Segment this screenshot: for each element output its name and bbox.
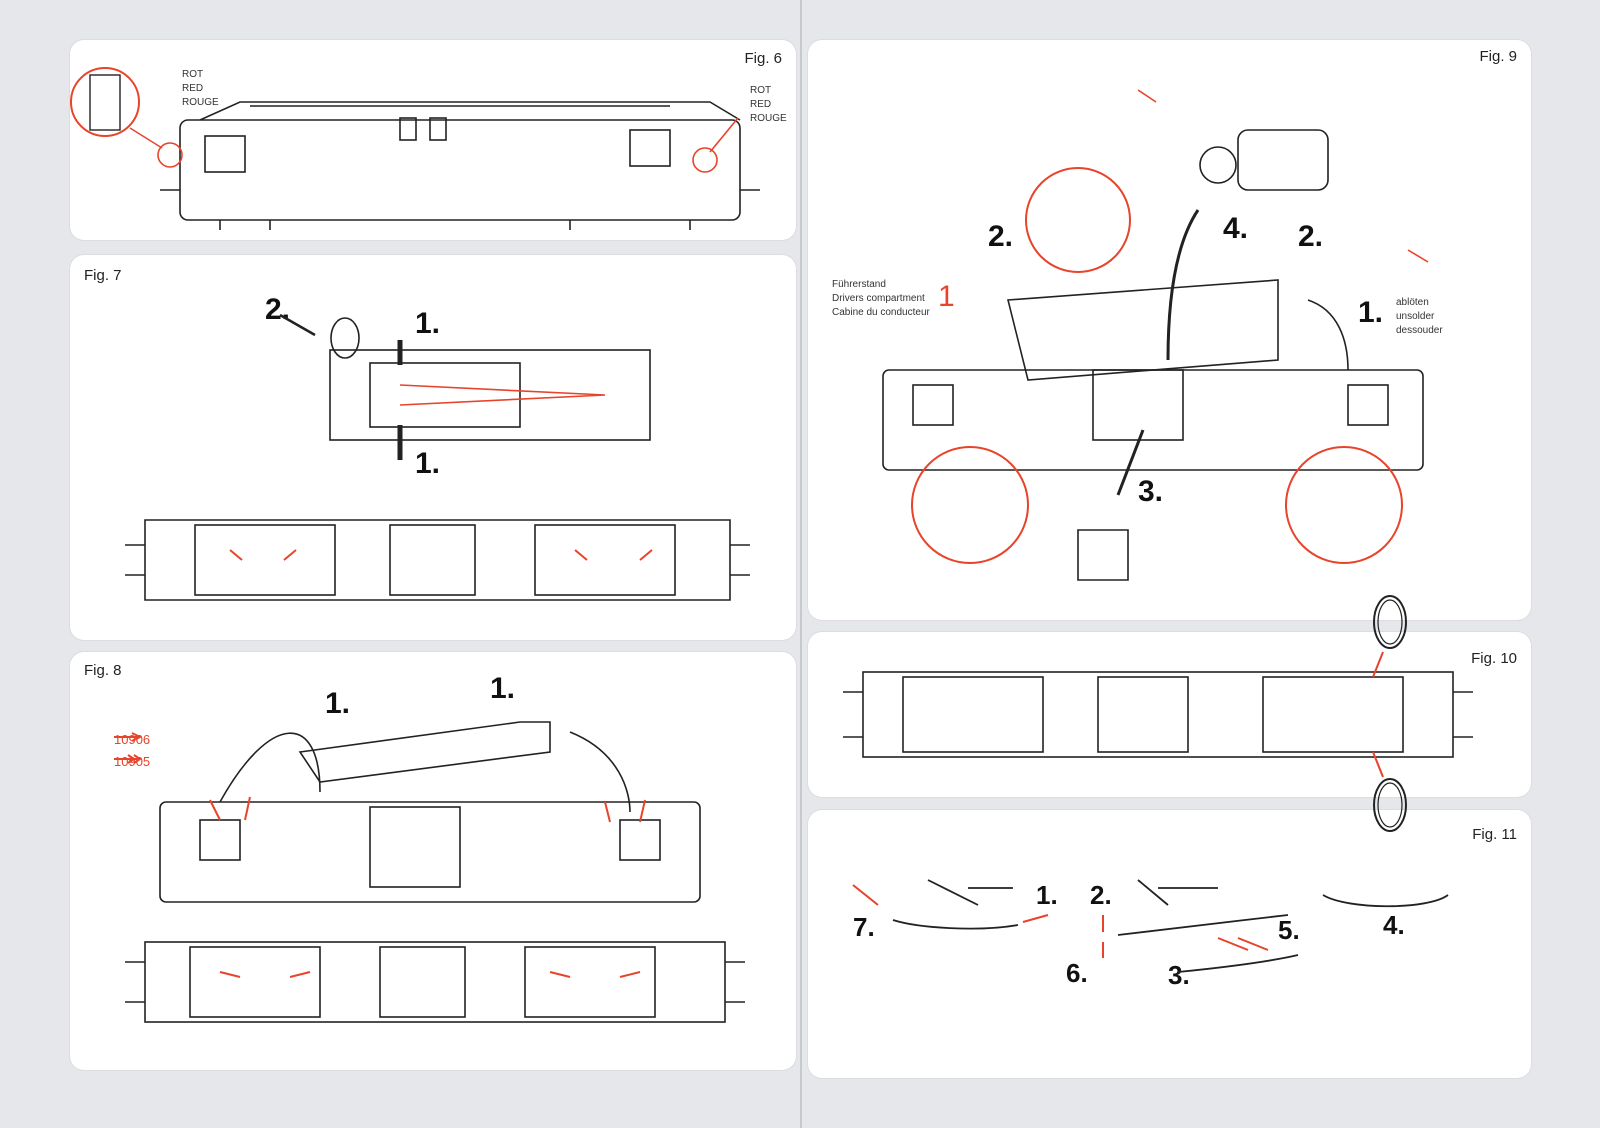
step-1-label-bottom: 1. [415,447,441,480]
step-2-label: 2. [265,293,291,326]
step-1-label-right: 1. [490,672,516,705]
step-4-label: 4. [1383,910,1405,940]
cab-marker: 1 [938,280,955,313]
locomotive-top-view-drawing [70,67,760,230]
step-2-label-left: 2. [988,220,1014,253]
step-2-label: 2. [1090,880,1112,910]
step-1-label: 1. [1036,880,1058,910]
figure-11-title: Fig. 11 [1472,826,1517,843]
figure-11-panel: Fig. 11 1. 2. 3. 4. 5. 6. 7. [808,810,1531,1078]
step-7-label: 7. [853,912,875,942]
page-fold [800,0,802,1128]
step-3-label: 3. [1138,475,1164,508]
traction-tyres-drawing [843,651,1473,778]
wire-color-label-left: ROT RED ROUGE [182,69,219,108]
step-1-label-top: 1. [415,307,441,340]
step-2-label-right: 2. [1298,220,1324,253]
motor-unsoldering-drawing [882,89,1429,581]
figure-7-title: Fig. 7 [84,267,122,284]
legend-item-10905: 10905 [114,754,151,769]
step-1-label: 1. [1358,296,1384,329]
figure-9-title: Fig. 9 [1479,48,1517,65]
double-arrow-icon [114,754,142,764]
single-arrow-icon [114,732,143,742]
figure-10-title: Fig. 10 [1471,650,1517,667]
step-5-label: 5. [1278,915,1300,945]
chassis-screws-drawing [125,721,745,1023]
traction-tyre-top-icon [1373,595,1407,649]
figure-8-panel: Fig. 8 10906 10905 1. 1. [70,652,796,1070]
pilot-replacement-drawing [852,879,1449,973]
figure-7-panel: Fig. 7 2. 1. 1. [70,255,796,640]
step-6-label: 6. [1066,958,1088,988]
figure-8-title: Fig. 8 [84,662,122,679]
drivers-compartment-label: Führerstand Drivers compartment Cabine d… [832,279,930,318]
figure-10-panel: Fig. 10 [808,632,1531,797]
figure-6-title: Fig. 6 [744,50,782,67]
unsolder-label: ablöten unsolder dessouder [1396,297,1443,336]
wire-color-label-right: ROT RED ROUGE [750,85,787,124]
legend-item-10906: 10906 [114,732,151,747]
traction-tyre-bottom-icon [1373,778,1407,832]
step-4-label: 4. [1223,212,1249,245]
step-3-label: 3. [1168,960,1190,990]
figure-6-panel: Fig. 6 ROT RED ROUGE ROT RED ROUGE [70,40,796,240]
motor-removal-drawing [125,313,750,601]
figure-9-panel: Fig. 9 Führerstand Drivers compartment C… [808,40,1531,620]
step-1-label-left: 1. [325,687,351,720]
